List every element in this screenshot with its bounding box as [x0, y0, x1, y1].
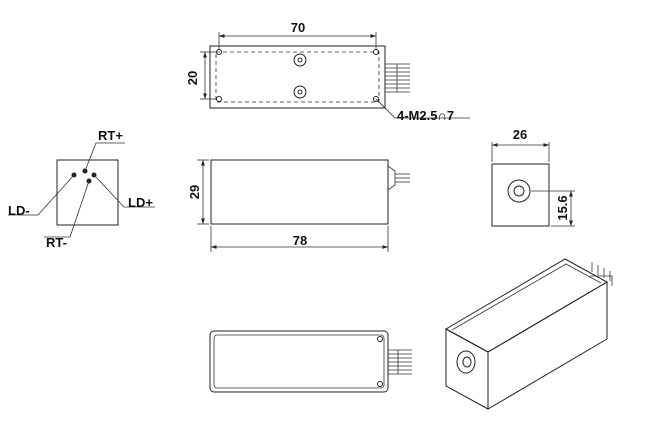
- output-end-body: [491, 163, 550, 227]
- label-ld-minus: LD-: [8, 203, 30, 218]
- dim-top-height: 20: [185, 71, 200, 85]
- side-view-body: [210, 159, 389, 225]
- dim-end-width: 26: [513, 127, 527, 142]
- label-rt-minus: RT-: [46, 235, 67, 250]
- bottom-view: [209, 330, 412, 393]
- side-view: 29 78: [187, 159, 410, 252]
- label-rt-plus: RT+: [98, 128, 123, 143]
- iso-front-face: [445, 328, 489, 410]
- iso-aperture: [456, 350, 476, 374]
- top-view: 70 20 4-M2.5∩7: [185, 20, 470, 123]
- mount-hole: [216, 96, 222, 102]
- top-view-inner-outline: [215, 51, 380, 103]
- iso-side-face: [487, 281, 608, 410]
- center-hole: [293, 85, 307, 99]
- bottom-view-pins: [388, 349, 412, 375]
- pin-end-body: [56, 159, 119, 226]
- top-view-pins: [385, 63, 410, 93]
- pin-end-view: RT+ LD- RT- LD+: [8, 128, 155, 250]
- dim-side-height: 29: [187, 185, 202, 199]
- dim-end-offset: 15.6: [555, 195, 570, 220]
- dim-side-length: 78: [293, 233, 307, 248]
- mount-hole: [373, 96, 379, 102]
- label-ld-plus: LD+: [128, 195, 153, 210]
- mount-hole: [216, 49, 222, 55]
- isometric-view: [444, 258, 613, 410]
- center-hole: [293, 53, 307, 67]
- output-aperture: [507, 179, 531, 203]
- mount-hole: [373, 49, 379, 55]
- dim-top-width: 70: [291, 20, 305, 35]
- bottom-view-body: [209, 330, 389, 393]
- top-view-body: [209, 45, 386, 109]
- output-end-view: 26 15.6: [491, 127, 575, 227]
- hole-callout: 4-M2.5∩7: [397, 108, 454, 123]
